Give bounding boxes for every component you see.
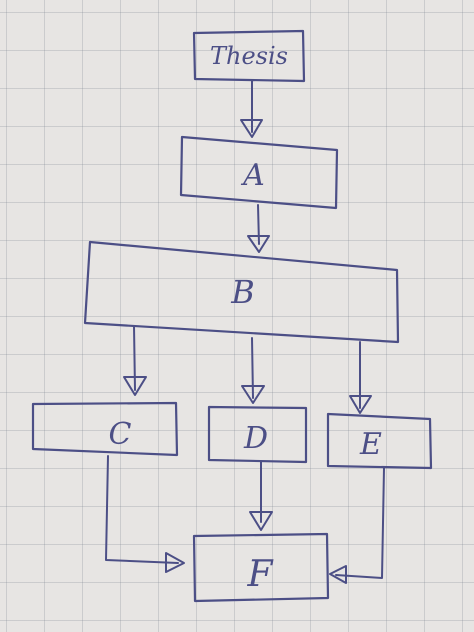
node-b-box [83, 240, 400, 344]
node-e: E [326, 412, 433, 470]
node-c-box [31, 401, 179, 457]
node-thesis-box [192, 29, 306, 83]
arrowhead-thesis-to-a [240, 119, 263, 138]
node-thesis-label: Thesis [210, 42, 288, 70]
node-a-label: A [240, 158, 265, 193]
node-c: C [31, 401, 179, 457]
node-e-label: E [359, 427, 382, 462]
node-d-label: D [243, 421, 268, 456]
node-f-label: F [247, 554, 275, 595]
node-c-label: C [109, 417, 132, 452]
arrowhead-b-to-e [349, 395, 372, 414]
arrowhead-b-to-c [123, 376, 147, 396]
edge-e-to-f [335, 467, 385, 579]
arrowhead-e-to-f [329, 565, 347, 584]
node-d-box [207, 405, 308, 464]
edge-c-to-f [105, 455, 179, 564]
edge-b-to-d [251, 337, 254, 399]
node-d: D [207, 405, 308, 464]
node-b-label: B [230, 273, 255, 311]
node-a: A [179, 135, 339, 210]
arrowhead-c-to-f [165, 552, 185, 573]
arrowhead-b-to-d [241, 385, 265, 404]
node-b: B [83, 240, 400, 344]
arrowhead-a-to-b [247, 235, 270, 253]
edge-a-to-b [257, 204, 260, 245]
node-f: F [192, 532, 330, 603]
edges [105, 79, 385, 584]
arrowhead-d-to-f [249, 511, 273, 531]
node-e-box [326, 412, 433, 470]
node-a-box [179, 135, 339, 210]
edge-b-to-c [133, 325, 136, 391]
node-f-box [192, 532, 330, 603]
node-thesis: Thesis [192, 29, 306, 83]
